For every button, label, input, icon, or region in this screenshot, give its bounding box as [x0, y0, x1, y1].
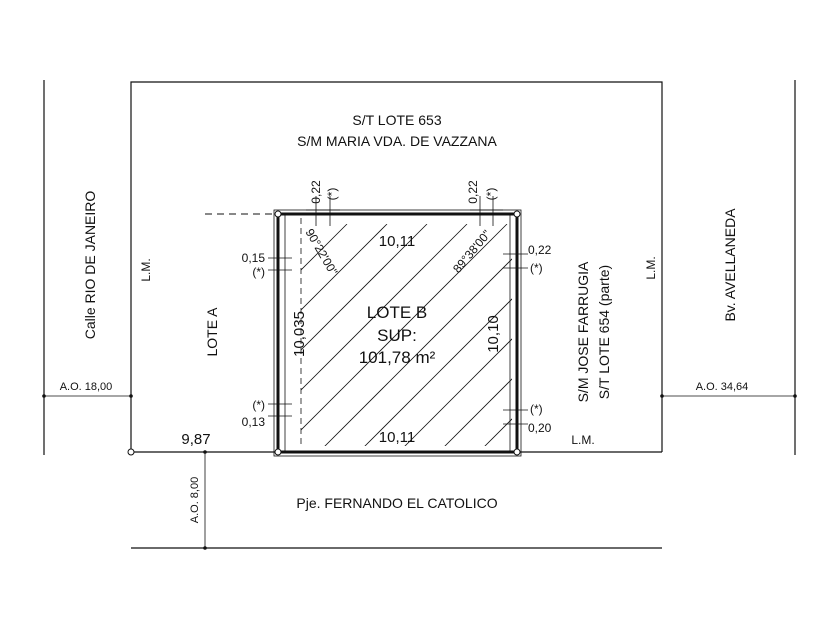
angle-nw: 90°22'00" [303, 226, 341, 278]
north-owner-label: S/M MARIA VDA. DE VAZZANA [297, 133, 497, 149]
lot-corner-ne [513, 210, 521, 218]
offset-right-top: 0,22 [528, 243, 552, 257]
offset-left-bottom: 0,13 [242, 415, 266, 429]
ao-west-label: A.O. 18,00 [60, 381, 113, 393]
offset-top-left: 0,22 [309, 180, 323, 204]
asterisk-top-left: (*) [325, 188, 339, 201]
asterisk-right-top: (*) [530, 261, 543, 275]
lm-label-west: L.M. [139, 258, 153, 281]
asterisk-left-bottom: (*) [252, 398, 265, 412]
street-west-label: Calle RIO DE JANEIRO [82, 191, 98, 340]
street-south-label: Pje. FERNANDO EL CATOLICO [296, 495, 497, 511]
hatch-pattern [301, 224, 512, 446]
dim-right: 10,10 [485, 315, 502, 353]
ao-south-label: A.O. 8,00 [189, 477, 201, 523]
offset-left-top: 0,15 [242, 251, 266, 265]
asterisk-left-top: (*) [252, 265, 265, 279]
lote-b-outline [276, 212, 519, 454]
lote-a-label: LOTE A [204, 307, 220, 357]
lot-corner-se [513, 448, 521, 456]
corner-distance: 9,87 [181, 431, 210, 448]
asterisk-right-bottom: (*) [530, 402, 543, 416]
dim-top: 10,11 [379, 233, 415, 250]
sup-label: SUP: [377, 326, 417, 345]
north-lot-label: S/T LOTE 653 [352, 112, 441, 128]
lote-b-outer-line [273, 209, 522, 457]
lm-label-east: L.M. [644, 256, 658, 279]
asterisk-top-right: (*) [484, 188, 498, 201]
lm-label-south: L.M. [571, 433, 594, 447]
dim-bottom: 10,11 [379, 429, 415, 446]
lot-corner-sw [274, 448, 282, 456]
dimension-ticks [44, 196, 795, 548]
street-east-label: Bv. AVELLANEDA [722, 208, 738, 322]
offset-top-right: 0,22 [466, 180, 480, 204]
ao-east-label: A.O. 34,64 [696, 381, 749, 393]
offset-right-bottom: 0,20 [528, 421, 552, 435]
block-outline [130, 81, 663, 452]
lote-b-label: LOTE B [367, 303, 427, 322]
east-owner-label: S/M JOSE FARRUGIA [575, 261, 591, 402]
east-lot-label: S/T LOTE 654 (parte) [596, 265, 612, 399]
corner-marker [127, 448, 135, 456]
dim-left: 10,035 [291, 311, 308, 357]
area-value: 101,78 m² [359, 348, 436, 367]
lot-corner-nw [274, 210, 282, 218]
dimension-dots [42, 394, 797, 550]
